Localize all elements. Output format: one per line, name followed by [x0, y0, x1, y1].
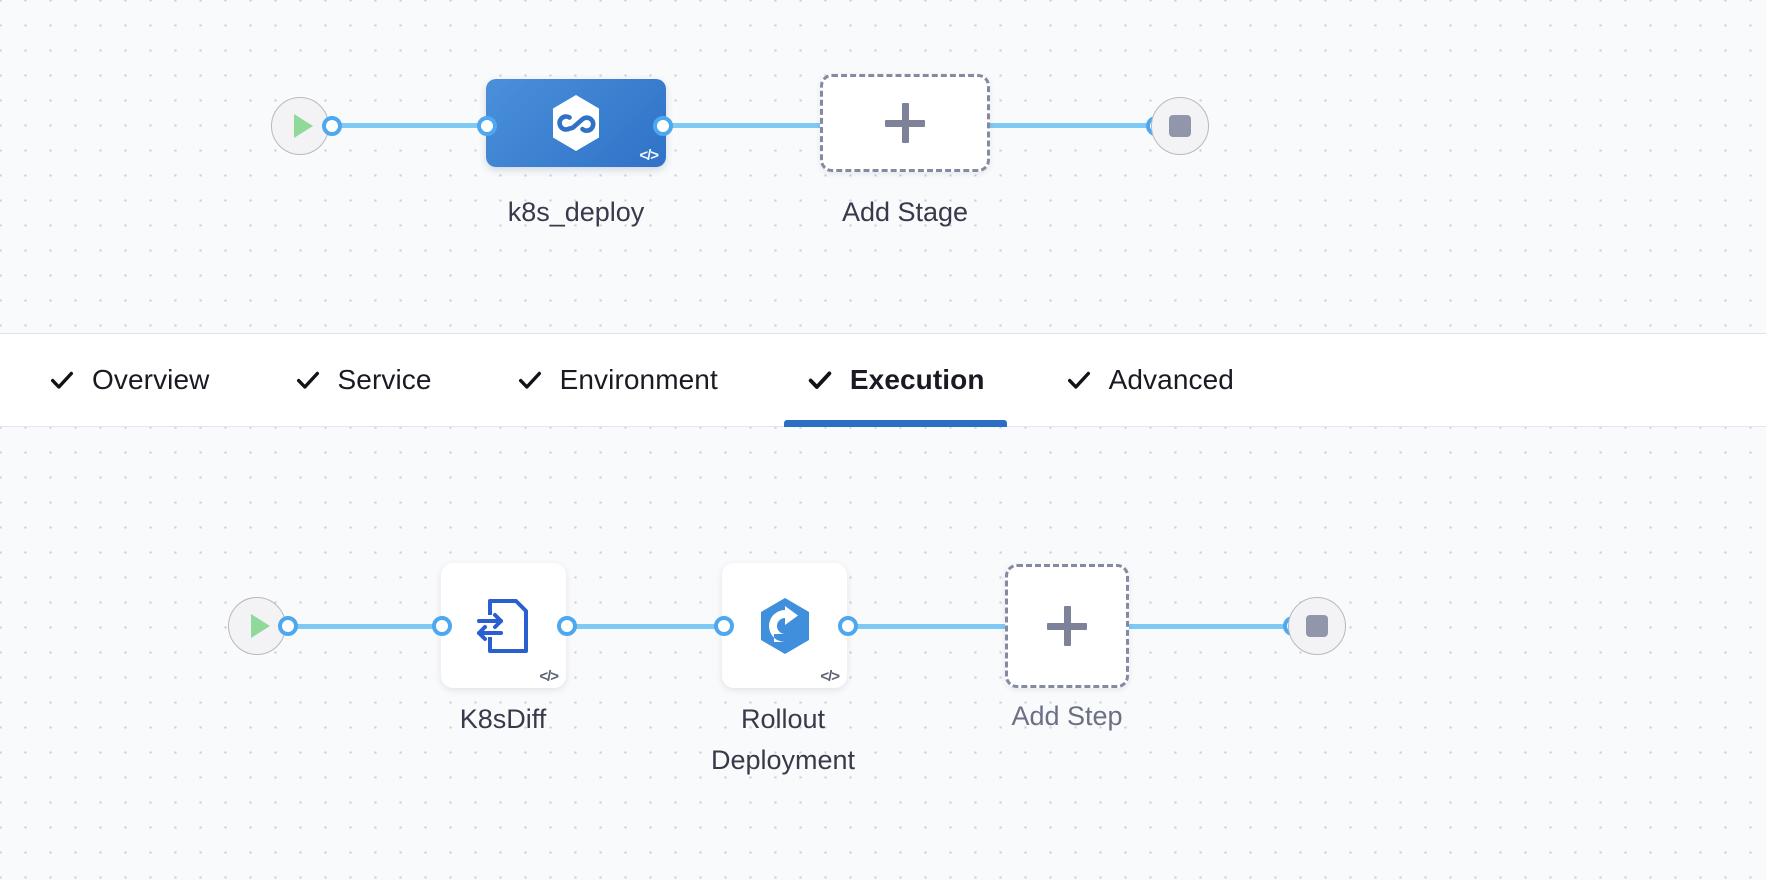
code-badge-icon: </>	[639, 147, 659, 164]
start-output-port[interactable]	[322, 116, 342, 136]
execution-start-node[interactable]	[228, 597, 286, 655]
stage-output-port[interactable]	[653, 116, 673, 136]
step-label-k8sdiff: K8sDiff	[459, 704, 547, 734]
step-label-rollout-deployment: Rollout Deployment	[710, 704, 856, 775]
play-icon	[250, 614, 270, 638]
k8sdiff-output-port[interactable]	[557, 616, 577, 636]
rollout-output-port[interactable]	[838, 616, 858, 636]
exec-start-output-port[interactable]	[278, 616, 298, 636]
tab-label: Environment	[559, 364, 718, 395]
edge-start-to-stage	[330, 123, 500, 128]
tab-label: Overview	[92, 364, 210, 395]
execution-end-node[interactable]	[1288, 597, 1346, 655]
execution-canvas[interactable]: </> K8sDiff </> Rollout Deployment Add S…	[0, 427, 1766, 880]
tab-label: Service	[337, 364, 432, 395]
edge-stage-to-addstage	[660, 123, 840, 128]
stage-input-port[interactable]	[477, 116, 497, 136]
check-icon	[294, 366, 322, 394]
tab-overview[interactable]: Overview	[26, 333, 232, 427]
stage-node-k8s-deploy[interactable]: </>	[486, 79, 666, 167]
check-icon	[48, 366, 76, 394]
k8s-diff-document-icon	[476, 598, 528, 653]
code-badge-icon: </>	[820, 668, 840, 685]
kubernetes-hexagon-icon	[553, 95, 599, 151]
step-node-k8sdiff[interactable]: </>	[441, 563, 566, 688]
stage-label-k8s-deploy: k8s_deploy	[507, 197, 645, 227]
stop-icon	[1169, 115, 1191, 137]
tab-advanced[interactable]: Advanced	[1043, 333, 1256, 427]
add-step-label: Add Step	[1011, 701, 1123, 731]
play-icon	[293, 114, 313, 138]
stage-config-tabs: Overview Service Environment Execution A	[0, 333, 1766, 427]
rollout-input-port[interactable]	[714, 616, 734, 636]
check-icon	[806, 366, 834, 394]
step-node-rollout-deployment[interactable]: </>	[722, 563, 847, 688]
stop-icon	[1306, 615, 1328, 637]
tab-label: Advanced	[1108, 364, 1234, 395]
plus-icon	[885, 103, 925, 143]
tab-label: Execution	[849, 364, 985, 395]
plus-icon	[1047, 606, 1087, 646]
code-badge-icon: </>	[539, 668, 559, 685]
edge-addstage-to-end	[985, 123, 1165, 128]
edge-k8sdiff-to-rollout	[545, 624, 740, 629]
tab-service[interactable]: Service	[272, 333, 454, 427]
edge-rollout-to-addstep	[826, 624, 1026, 629]
pipeline-start-node[interactable]	[271, 97, 329, 155]
rollout-hexagon-icon	[760, 597, 809, 654]
edge-exec-start-to-k8sdiff	[286, 624, 461, 629]
add-stage-button[interactable]	[820, 74, 990, 172]
tab-execution[interactable]: Execution	[783, 333, 1007, 427]
check-icon	[516, 366, 544, 394]
stage-canvas[interactable]: </> k8s_deploy Add Stage	[0, 0, 1766, 333]
check-icon	[1065, 366, 1093, 394]
pipeline-end-node[interactable]	[1151, 97, 1209, 155]
add-step-button[interactable]	[1005, 564, 1129, 688]
tab-environment[interactable]: Environment	[494, 333, 740, 427]
k8sdiff-input-port[interactable]	[432, 616, 452, 636]
add-stage-label: Add Stage	[841, 197, 969, 227]
edge-addstep-to-exec-end	[1120, 624, 1305, 629]
